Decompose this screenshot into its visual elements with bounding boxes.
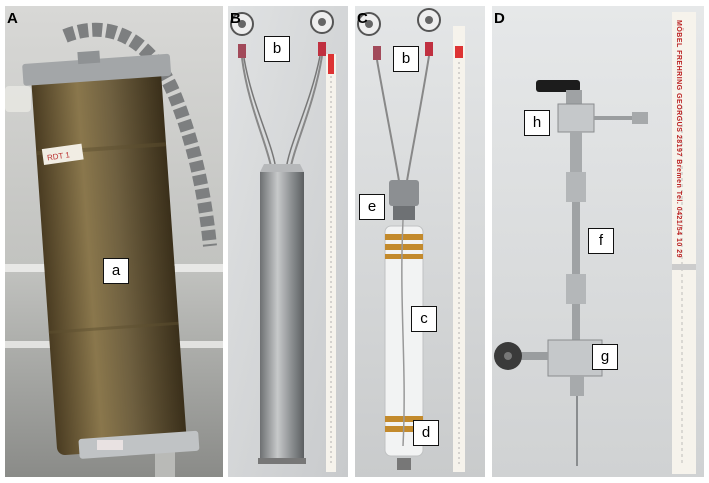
panel-a-photo: RDT 1 [5,6,223,477]
panel-b: B b [228,6,348,477]
panel-d-letter: D [494,10,505,27]
panel-a-letter: A [7,10,18,27]
panel-b-photo [228,6,348,477]
label-b: b [264,36,290,62]
label-f: f [588,228,614,254]
panel-d: MÖBEL FREHRING GEORGUS 28197 Bremen Tel.… [492,6,704,477]
panel-c-photo [355,6,485,477]
label-a: a [103,258,129,284]
label-e: e [359,194,385,220]
panel-a: RDT 1 A a [5,6,223,477]
label-g: g [592,344,618,370]
panel-c-letter: C [357,10,368,27]
ruler-text: MÖBEL FREHRING GEORGUS 28197 Bremen Tel.… [675,20,682,258]
label-d: d [413,420,439,446]
label-c: c [411,306,437,332]
label-c-b: b [393,46,419,72]
label-h: h [524,110,550,136]
panel-c: C b e c d [355,6,485,477]
rdt-tag-text: RDT 1 [46,150,71,162]
panel-b-letter: B [230,10,241,27]
rdt-tag: RDT 1 [41,143,84,166]
